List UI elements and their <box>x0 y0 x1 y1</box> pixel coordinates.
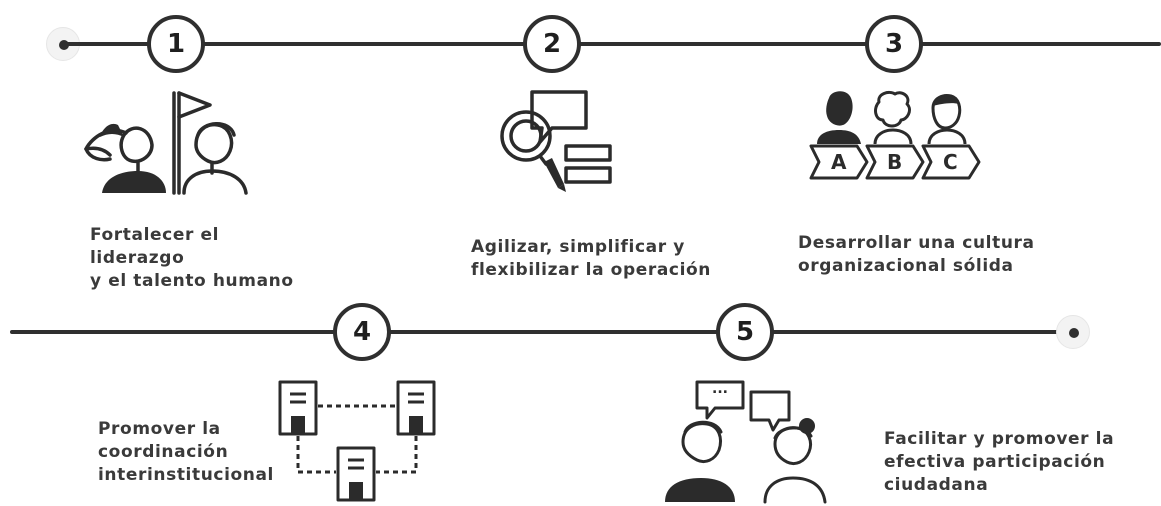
abc-letter-c: C <box>943 150 958 174</box>
abc-letter-a: A <box>831 150 847 174</box>
citizens-dialogue-icon: ... <box>655 378 835 504</box>
step-3-label: Desarrollar una cultura organizacional s… <box>798 233 1035 276</box>
abc-letter-b: B <box>887 150 903 174</box>
step-4-label: Promover la coordinación interinstitucio… <box>98 419 274 485</box>
timeline-line-bottom <box>10 330 1072 334</box>
magnifier-chat-icon <box>490 88 620 198</box>
step-2-label: Agilizar, simplificar y flexibilizar la … <box>471 237 712 280</box>
timeline-line-top <box>62 42 1161 46</box>
step-4-number: 4 <box>333 303 391 361</box>
step-5-label: Facilitar y promover la efectiva partici… <box>884 429 1115 495</box>
chat-ellipsis: ... <box>712 381 728 397</box>
connected-documents-icon <box>270 378 440 502</box>
step-2-number: 2 <box>523 15 581 73</box>
people-abc-icon: A B C <box>805 88 981 183</box>
step-1-number: 1 <box>147 15 205 73</box>
step-1-label: Fortalecer el liderazgo y el talento hum… <box>90 225 294 291</box>
step-3-number: 3 <box>865 15 923 73</box>
timeline-end-dot <box>1056 315 1090 349</box>
leadership-icon <box>80 85 250 195</box>
step-5-number: 5 <box>716 303 774 361</box>
